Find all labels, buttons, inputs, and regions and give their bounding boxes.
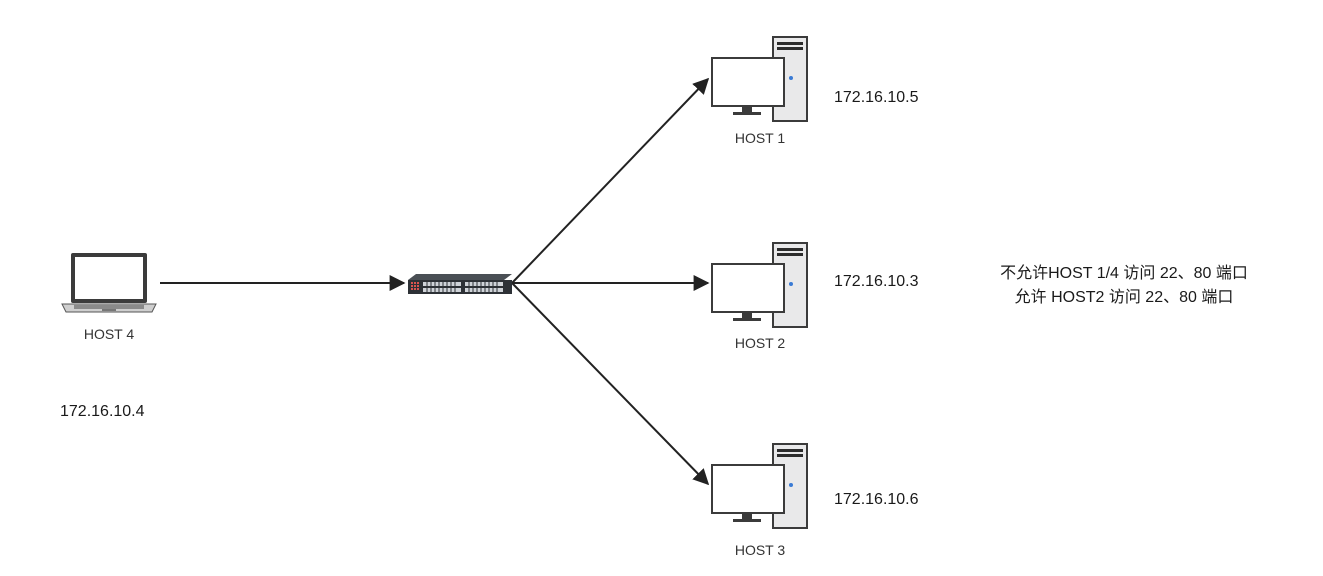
host2-node[interactable] [711,242,808,328]
host3-node[interactable] [711,443,808,529]
edge-switch-host3 [511,282,710,486]
host4-label: HOST 4 [84,326,135,342]
desktop-computer-icon [711,36,808,122]
host2-ip: 172.16.10.3 [834,273,919,290]
host1-node[interactable] [711,36,808,122]
host2-label: HOST 2 [735,335,786,351]
switch-node[interactable] [408,274,512,294]
host4-ip: 172.16.10.4 [60,403,145,420]
note-line-deny: 不允许HOST 1/4 访问 22、80 端口 [1000,264,1248,282]
network-switch-icon [408,274,512,294]
host1-ip: 172.16.10.5 [834,89,919,106]
host4-node[interactable] [61,253,157,313]
laptop-icon [61,253,157,313]
desktop-computer-icon [711,443,808,529]
connections [160,77,710,486]
host3-ip: 172.16.10.6 [834,491,919,508]
host1-label: HOST 1 [735,130,786,146]
access-rule-note: 不允许HOST 1/4 访问 22、80 端口 允许 HOST2 访问 22、8… [1000,264,1248,306]
note-line-allow: 允许 HOST2 访问 22、80 端口 [1015,288,1234,306]
edge-switch-host1 [511,77,710,284]
desktop-computer-icon [711,242,808,328]
host3-label: HOST 3 [735,542,786,558]
